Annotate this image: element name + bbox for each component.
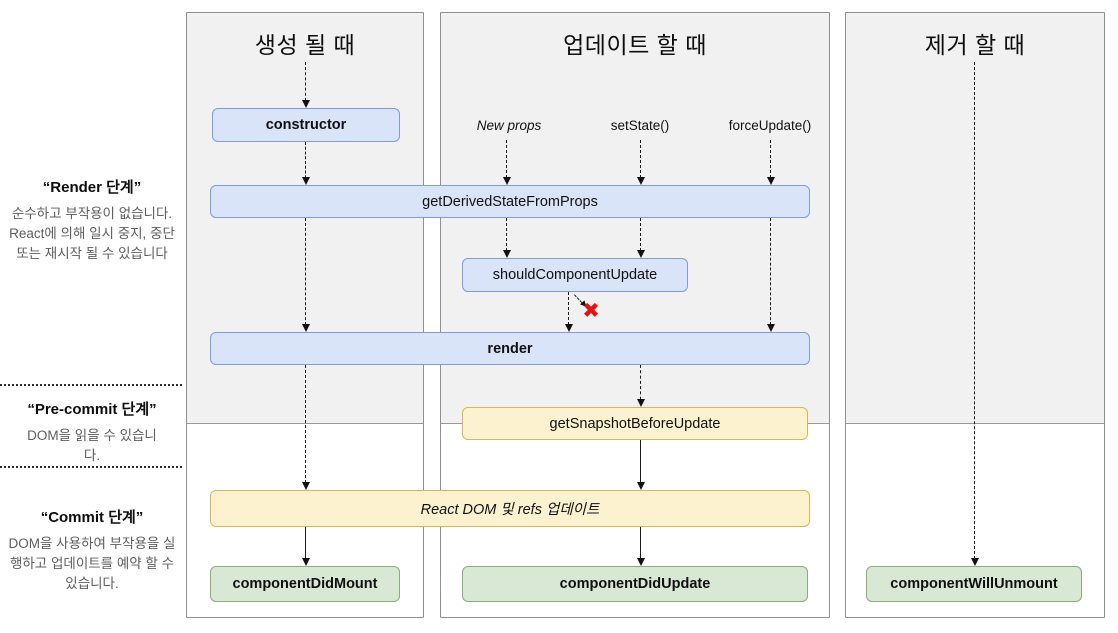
- column-unmounting: 제거 할 때: [845, 12, 1105, 618]
- arrow-forceupdate-bypass-to-render: [766, 218, 775, 332]
- skip-render-x-icon: ✖: [582, 299, 600, 323]
- arrow-unmount-to-cwu: [970, 62, 979, 566]
- arrow-render-to-gsbu: [636, 365, 645, 407]
- arrow-constructor-to-gdsfp: [301, 142, 310, 185]
- arrow-gdsfp-to-render-mount: [301, 218, 310, 332]
- arrow-gsbu-to-reactdom: [636, 440, 645, 490]
- phase-render-title: “Render 단계”: [42, 179, 142, 196]
- column-mounting-title: 생성 될 때: [254, 32, 356, 58]
- phase-divider-top: [0, 384, 182, 386]
- arrow-gdsfp-to-scu-left: [502, 218, 511, 258]
- phase-commit-description: DOM을 사용하여 부작용을 실행하고 업데이트를 예약 할 수 있습니다.: [8, 536, 176, 591]
- phase-render: “Render 단계” 순수하고 부작용이 없습니다. React에 의해 일시…: [8, 176, 176, 264]
- trigger-set-state: setState(): [610, 118, 670, 133]
- phase-divider-bottom: [0, 466, 182, 468]
- node-component-did-update[interactable]: componentDidUpdate: [462, 566, 808, 602]
- arrow-reactdom-to-cdu: [636, 527, 645, 566]
- phase-commit-title: “Commit 단계”: [40, 509, 144, 526]
- node-constructor[interactable]: constructor: [212, 108, 400, 142]
- phase-precommit-description: DOM을 읽을 수 있습니다.: [27, 428, 157, 463]
- column-unmounting-title: 제거 할 때: [924, 32, 1026, 58]
- node-get-snapshot-before-update[interactable]: getSnapshotBeforeUpdate: [462, 407, 808, 440]
- arrow-render-to-reactdom-mount: [301, 365, 310, 490]
- arrow-mount-start: [301, 62, 310, 108]
- phase-precommit: “Pre-commit 단계” DOM을 읽을 수 있습니다.: [8, 398, 176, 466]
- phase-precommit-title: “Pre-commit 단계”: [27, 401, 157, 418]
- arrow-scu-to-render: [564, 292, 573, 332]
- column-updating: 업데이트 할 때: [440, 12, 830, 618]
- render-phase-zone-unmounting: [846, 13, 1104, 424]
- node-get-derived-state-from-props[interactable]: getDerivedStateFromProps: [210, 185, 810, 218]
- node-should-component-update[interactable]: shouldComponentUpdate: [462, 258, 688, 292]
- node-react-dom-refs-update: React DOM 및 refs 업데이트: [210, 490, 810, 527]
- node-render[interactable]: render: [210, 332, 810, 365]
- trigger-force-update: forceUpdate(): [728, 118, 812, 133]
- trigger-new-props: New props: [476, 118, 542, 133]
- node-component-will-unmount[interactable]: componentWillUnmount: [866, 566, 1082, 602]
- arrow-setstate-to-gdsfp: [636, 140, 645, 185]
- column-updating-title: 업데이트 할 때: [563, 32, 707, 58]
- phase-render-description: 순수하고 부작용이 없습니다. React에 의해 일시 중지, 중단 또는 재…: [9, 206, 175, 261]
- arrow-gdsfp-to-scu-right: [636, 218, 645, 258]
- phase-commit: “Commit 단계” DOM을 사용하여 부작용을 실행하고 업데이트를 예약…: [6, 506, 178, 594]
- arrow-newprops-to-gdsfp: [502, 140, 511, 185]
- arrow-forceupdate-to-gdsfp: [766, 140, 775, 185]
- arrow-reactdom-to-cdm: [301, 527, 310, 566]
- node-component-did-mount[interactable]: componentDidMount: [210, 566, 400, 602]
